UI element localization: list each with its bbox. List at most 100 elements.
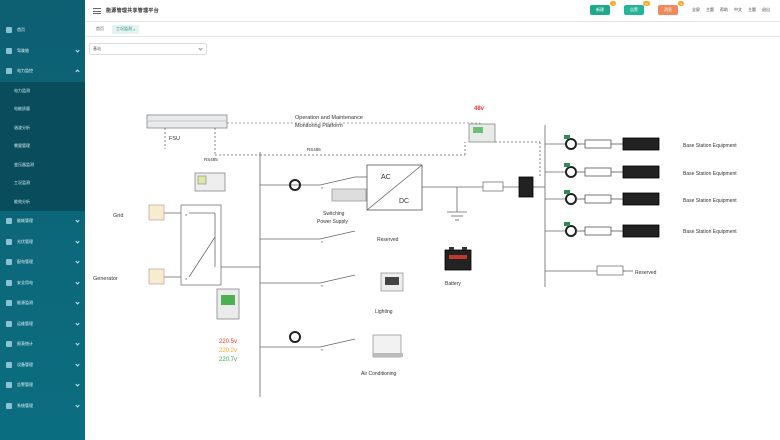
gear-icon <box>6 402 12 409</box>
sidebar-logo-area <box>0 0 85 20</box>
bell-icon <box>6 382 12 389</box>
main-content: 基站 <box>85 37 780 440</box>
header-link[interactable]: 退出 <box>762 7 770 12</box>
sidebar-sub-item[interactable]: 工况监测 <box>14 180 30 186</box>
fsu-label: FSU <box>169 136 180 142</box>
switching-power-supply <box>331 188 367 202</box>
svg-text:×: × <box>321 185 324 190</box>
sidebar-item-safety[interactable]: 安全用电 <box>0 273 85 294</box>
close-icon[interactable]: × <box>133 26 136 32</box>
chevron-down-icon <box>75 279 80 285</box>
platform-label: Operation and Maintenance <box>295 115 363 121</box>
sidebar-item-home[interactable]: 首页 <box>0 20 85 41</box>
grid-label: Grid <box>113 213 123 219</box>
sidebar-item-pv[interactable]: 光伏管理 <box>0 232 85 253</box>
chevron-down-icon <box>75 320 80 326</box>
fuse <box>482 181 504 192</box>
branch-3 <box>565 192 660 206</box>
page-title: 能源管理共享管理平台 <box>106 8 160 14</box>
chevron-down-icon <box>75 218 80 223</box>
reserved-label: Reserved <box>377 237 399 243</box>
chevron-down-icon <box>75 238 80 244</box>
branch-1 <box>565 137 660 151</box>
rs485-label: RS485 <box>204 157 218 162</box>
current-transformer <box>289 179 301 191</box>
chevron-down-icon <box>75 382 80 387</box>
base-station-label: Base Station Equipment <box>683 229 737 235</box>
header-link[interactable]: 全屏 <box>692 7 700 12</box>
tab-bar: 首页 工况监测 × <box>85 22 780 37</box>
sidebar-item-alarms[interactable]: 告警管理 <box>0 375 85 396</box>
reserved-label: Reserved <box>635 270 657 276</box>
generator-label: Generator <box>93 276 118 282</box>
battery-label: Battery <box>445 281 461 287</box>
sidebar-item-devices[interactable]: 设备管理 <box>0 355 85 376</box>
notification-badge: 1 <box>610 1 616 6</box>
sidebar-sub-item[interactable]: 电力监测 <box>14 87 30 93</box>
sidebar: 首页 驾驶舱 电力监控 电力监测 电能质量 谐波分析 需量管理 变压器监测 工况… <box>0 0 85 440</box>
sidebar-sub-item[interactable]: 需量管理 <box>14 143 30 149</box>
svg-text:×: × <box>321 283 324 288</box>
sidebar-sub-item[interactable]: 电能质量 <box>14 106 30 112</box>
chevron-up-icon <box>75 69 80 74</box>
sidebar-item-system[interactable]: 系统管理 <box>0 396 85 417</box>
wrench-icon <box>6 320 12 327</box>
device-icon <box>6 361 12 368</box>
chevron-down-icon <box>75 47 80 53</box>
battery-icon <box>444 249 472 271</box>
base-station-label: Base Station Equipment <box>683 171 737 177</box>
chevron-down-icon <box>75 259 80 264</box>
svg-text:×: × <box>185 212 188 217</box>
station-select[interactable]: 基站 <box>89 43 207 55</box>
voltage-a: 220.5v <box>219 339 237 345</box>
sidebar-sub-item[interactable]: 能效分析 <box>14 198 30 204</box>
fsu-device <box>146 114 228 129</box>
sidebar-item-distribution[interactable]: 配电管理 <box>0 252 85 273</box>
dc-breaker <box>518 176 534 198</box>
sidebar-item-power-monitor[interactable]: 电力监控 <box>0 61 85 82</box>
svg-text:×: × <box>321 239 324 244</box>
platform-label: Monitoring Platform <box>295 123 343 129</box>
tab-home[interactable]: 首页 <box>96 26 104 31</box>
sidebar-item-energy[interactable]: 能耗管理 <box>0 211 85 232</box>
solar-icon <box>6 238 12 245</box>
voltage-b: 220.2v <box>219 348 237 354</box>
dc-label: DC <box>399 198 409 205</box>
sidebar-sub-item[interactable]: 变压器监测 <box>14 161 34 167</box>
lighting-label: Lighting <box>375 309 393 315</box>
ac-label: AC <box>381 174 391 181</box>
notification-badge: 12 <box>642 1 650 6</box>
voltage-48-label: 48v <box>474 106 485 112</box>
ats-switch <box>180 204 222 286</box>
dashboard-icon <box>6 47 12 54</box>
header-link[interactable]: 主题 <box>748 7 756 12</box>
voltage-c: 220.7v <box>219 357 237 363</box>
header-link[interactable]: 中文 <box>734 7 742 12</box>
sidebar-item-reports[interactable]: 报表统计 <box>0 334 85 355</box>
sidebar-item-cockpit[interactable]: 驾驶舱 <box>0 41 85 62</box>
sidebar-item-energy-monitor[interactable]: 能源监测 <box>0 293 85 314</box>
system-diagram: FSU RS485 RS485 Operation and Maintenanc… <box>93 106 737 397</box>
sidebar-sub-item[interactable]: 谐波分析 <box>14 124 30 130</box>
header-link[interactable]: 帮助 <box>720 7 728 12</box>
distribution-icon <box>6 259 12 266</box>
header-link[interactable]: 主题 <box>706 7 714 12</box>
fuse <box>596 265 624 276</box>
tab-condition-monitor[interactable]: 工况监测 × <box>112 24 140 34</box>
switching-label: Switching <box>323 211 345 217</box>
air-conditioning-label: Air Conditioning <box>361 371 397 377</box>
sidebar-item-ops[interactable]: 运维管理 <box>0 314 85 335</box>
svg-text:×: × <box>321 347 324 352</box>
generator-breaker <box>148 268 165 285</box>
sidebar-sub-list: 电力监测 电能质量 谐波分析 需量管理 变压器监测 工况监测 能效分析 <box>0 81 85 211</box>
grid-breaker <box>148 204 165 221</box>
home-icon <box>6 27 12 34</box>
chevron-down-icon <box>75 402 80 408</box>
menu-icon[interactable] <box>93 7 101 14</box>
